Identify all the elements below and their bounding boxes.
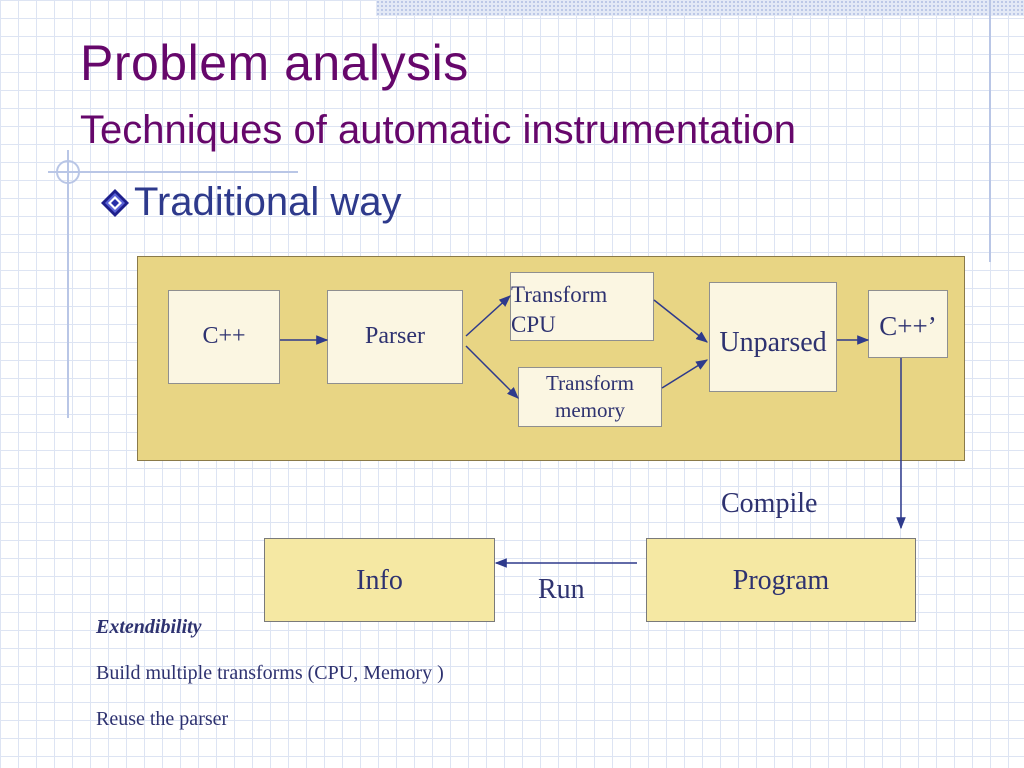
node-transform-memory-line1: Transform <box>546 370 634 395</box>
header-band <box>376 0 1024 16</box>
node-transform-memory: Transform memory <box>518 367 662 427</box>
node-info: Info <box>264 538 495 622</box>
node-transform-cpu-line1: Transform <box>511 281 608 307</box>
node-parser: Parser <box>327 290 463 384</box>
decor-horizontal-line <box>48 171 298 173</box>
arrow-transform-memory-to-unparsed <box>661 359 709 389</box>
arrow-parser-to-transform-memory <box>465 345 519 399</box>
bullet-item: Traditional way <box>98 180 402 225</box>
node-parser-label: Parser <box>365 323 425 350</box>
notes-line-1: Build multiple transforms (CPU, Memory ) <box>96 662 444 684</box>
node-info-label: Info <box>356 565 403 596</box>
node-program-label: Program <box>732 565 830 596</box>
bullet-text: Traditional way <box>134 180 402 224</box>
decor-vertical-line-left <box>67 150 69 418</box>
node-unparsed-label: Unparsed <box>719 327 827 358</box>
page-subtitle: Techniques of automatic instrumentation <box>80 108 796 152</box>
diamond-bullet-icon <box>101 188 129 217</box>
node-unparsed: Unparsed <box>709 282 837 392</box>
edge-label-run: Run <box>538 574 585 605</box>
decor-vertical-line-right <box>989 0 991 262</box>
node-transform-cpu: Transform CPU <box>510 272 654 341</box>
arrow-parser-to-transform-cpu <box>465 295 511 337</box>
node-cpp: C++ <box>168 290 280 384</box>
node-cpp-label: C++ <box>202 323 246 350</box>
edge-label-compile: Compile <box>721 488 818 519</box>
node-program: Program <box>646 538 916 622</box>
node-transform-memory-line2: memory <box>555 398 625 422</box>
node-cpp-prime-label: C++’ <box>879 311 937 341</box>
notes-line-2: Reuse the parser <box>96 708 229 730</box>
arrow-transform-cpu-to-unparsed <box>653 299 708 343</box>
decor-circle <box>56 160 80 184</box>
notes-heading: Extendibility <box>96 616 202 638</box>
page-title: Problem analysis <box>80 35 469 91</box>
node-cpp-prime: C++’ <box>868 290 948 358</box>
node-transform-cpu-line2: CPU <box>511 311 556 337</box>
